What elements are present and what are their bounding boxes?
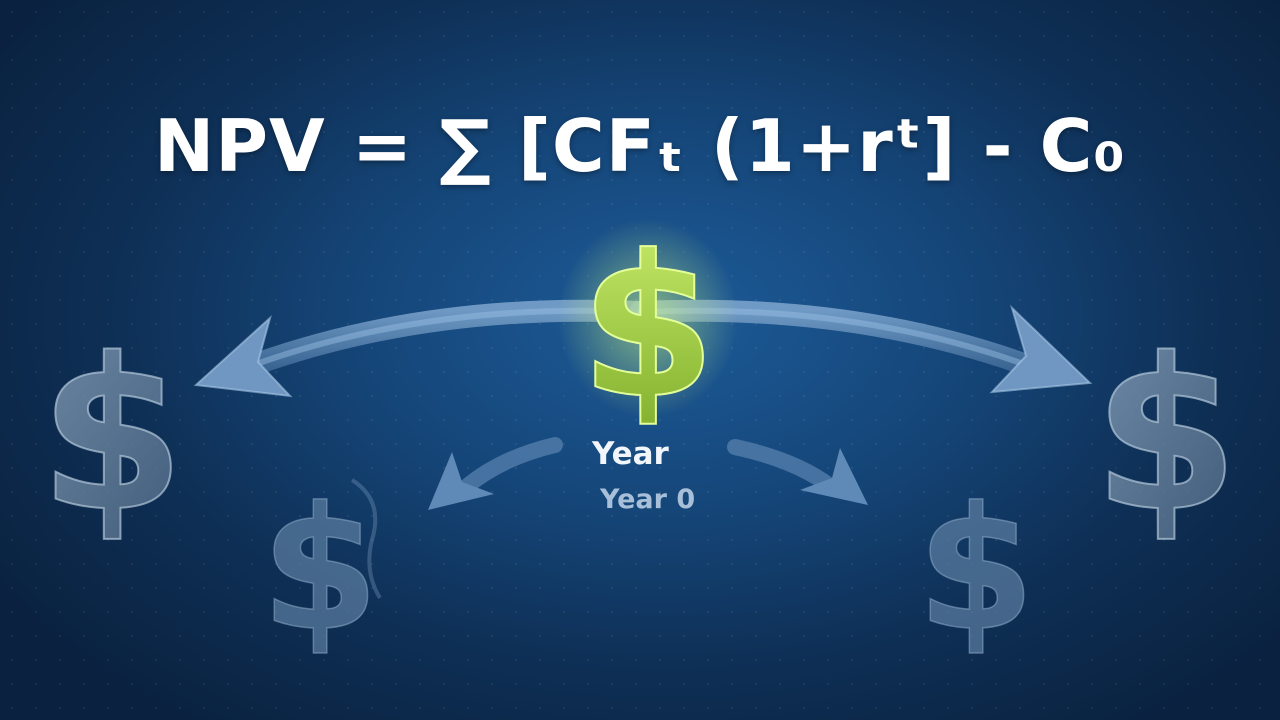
small-arrow-lower-left	[428, 437, 563, 510]
lower-left-dollar-icon: $	[260, 470, 382, 670]
lower-left-dollar-glyph: $	[261, 471, 379, 669]
right-dollar-icon: $	[1092, 312, 1240, 559]
lower-right-dollar-icon: $	[916, 470, 1036, 670]
center-dollar-icon: $	[558, 213, 738, 443]
year-zero-label: Year 0	[600, 484, 696, 515]
small-arrow-lower-right	[727, 439, 868, 505]
left-dollar-glyph: $	[39, 313, 185, 558]
lower-right-dollar-glyph: $	[917, 471, 1035, 669]
left-dollar-icon: $	[38, 312, 186, 559]
year-label: Year	[592, 436, 669, 472]
center-dollar-glyph: $	[580, 214, 716, 442]
right-dollar-glyph: $	[1093, 313, 1239, 558]
npv-formula: NPV = ∑ [CFₜ (1+rᵗ] - C₀	[154, 104, 1126, 188]
